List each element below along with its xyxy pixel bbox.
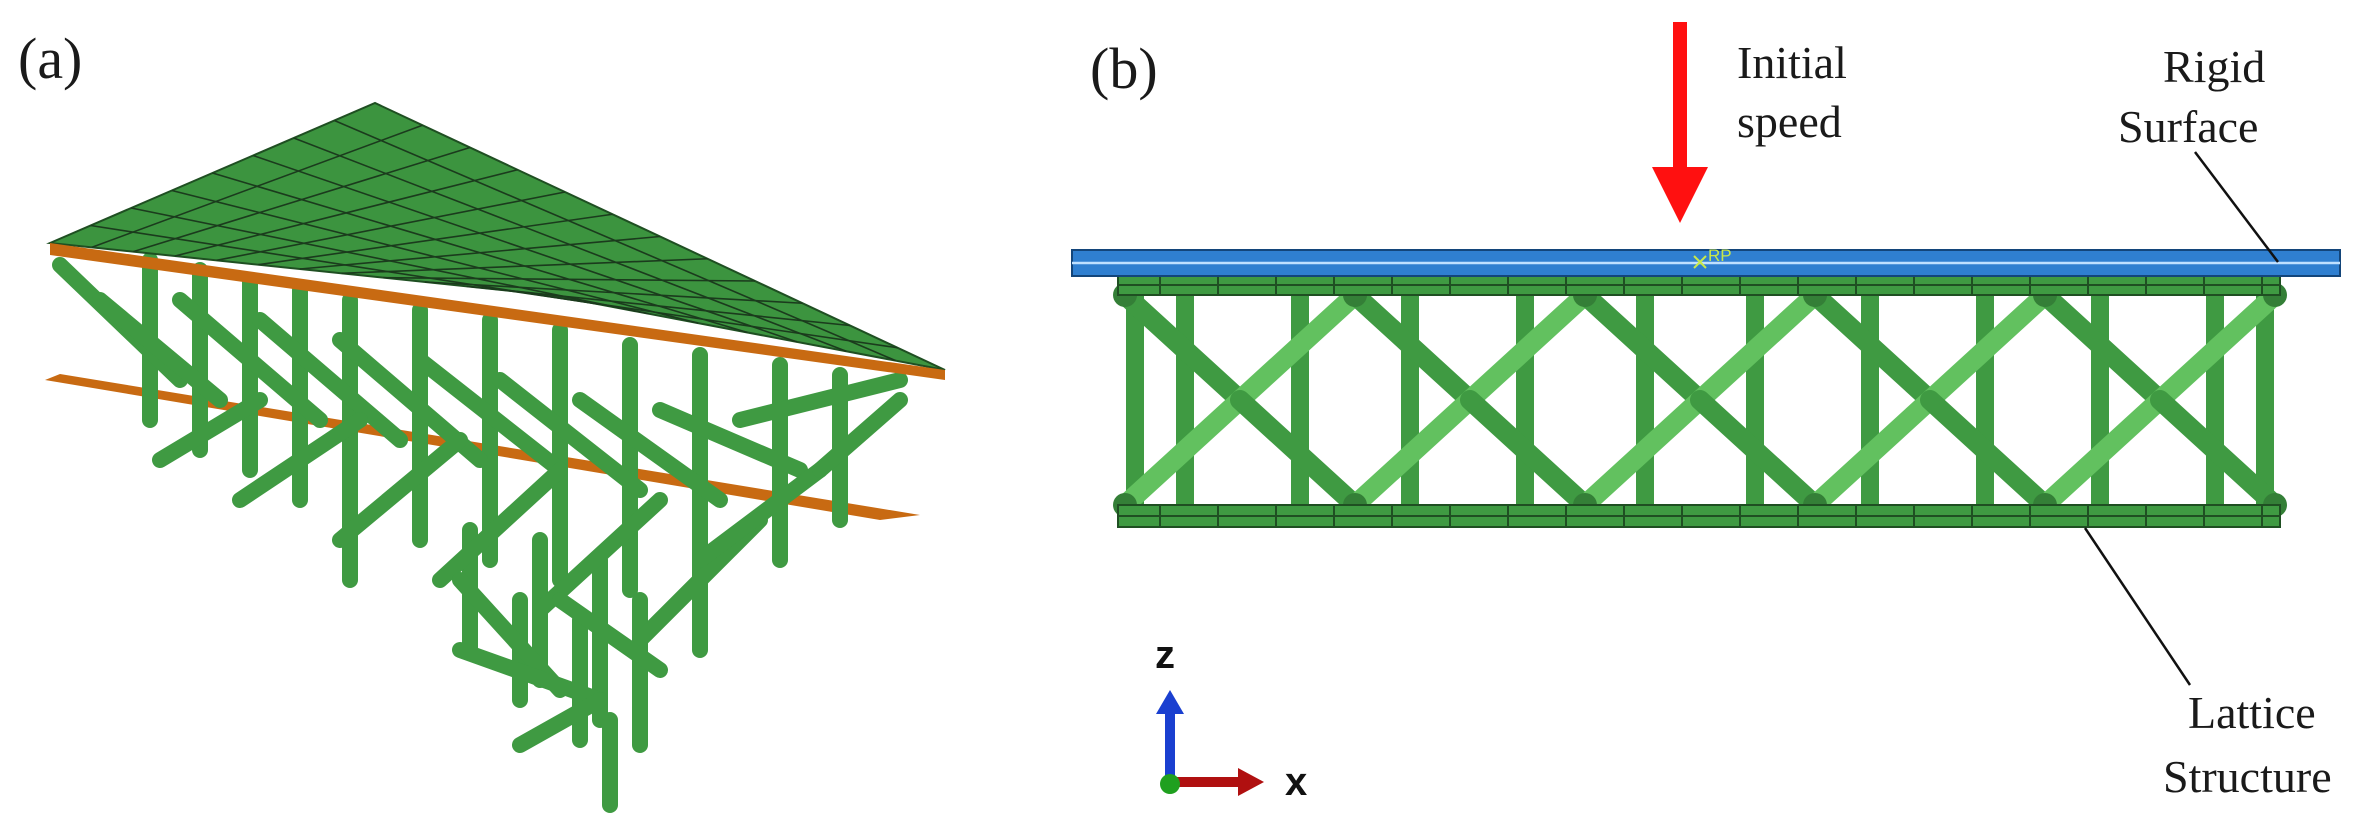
top-plate-edge — [50, 243, 945, 380]
plate-mesh-line — [90, 224, 600, 306]
lattice-strut — [692, 462, 828, 568]
lattice-strut — [1575, 285, 1710, 410]
face-sheet-mesh — [1159, 275, 2263, 527]
initial-speed-label-line2: speed — [1737, 96, 1842, 147]
lattice-strut — [572, 392, 728, 508]
lattice-strut — [2035, 285, 2170, 410]
rigid-surface-label-line2: Surface — [2118, 101, 2258, 152]
lattice-strut — [1460, 390, 1595, 515]
lattice-strut — [232, 412, 368, 508]
lattice-strut — [1345, 285, 1480, 410]
lattice-strut — [2150, 285, 2285, 410]
panel-a: (a) — [18, 26, 946, 813]
lattice-strut — [452, 642, 608, 708]
y-axis-origin — [1160, 774, 1180, 794]
x-axis-label: x — [1285, 760, 1307, 804]
lattice-strut — [412, 352, 568, 478]
lattice-strut — [552, 592, 668, 678]
lattice-strut — [1230, 285, 1365, 410]
lattice-strut — [1690, 285, 1825, 410]
lattice-strut — [1460, 285, 1595, 410]
lattice-strut — [1690, 390, 1825, 515]
lattice-strut — [532, 492, 668, 618]
lattice-strut — [652, 402, 808, 478]
panel-b: (b) RP Initial speed Rigid Surface Latti… — [1071, 22, 2341, 804]
lattice-strut — [152, 392, 268, 468]
plate-mesh-line — [293, 137, 847, 352]
lattice-label-line2: Structure — [2163, 751, 2332, 802]
coordinate-triad: z x — [1155, 633, 1307, 804]
lattice-strut — [2150, 390, 2285, 515]
plate-mesh-line — [131, 207, 649, 315]
initial-speed-label-line1: Initial — [1737, 37, 1847, 88]
lattice-leader — [2083, 527, 2192, 686]
panel-b-label: (b) — [1090, 36, 1158, 101]
lattice-strut — [1345, 390, 1480, 515]
plate-mesh-line — [252, 154, 798, 343]
reference-point-label: RP — [1708, 246, 1732, 265]
lattice-strut — [1920, 390, 2055, 515]
lattice-strut — [92, 292, 228, 408]
panel-a-label: (a) — [18, 26, 82, 91]
top-plate-mesh — [90, 119, 898, 362]
rigid-surface-label-line1: Rigid — [2163, 41, 2265, 92]
lattice-strut — [1805, 390, 1940, 515]
lattice-strut — [512, 692, 608, 753]
lattice-strut — [1230, 390, 1365, 515]
z-axis-label: z — [1155, 633, 1175, 677]
lattice-strut — [432, 462, 568, 588]
plate-mesh-line — [334, 119, 896, 362]
lattice-strut — [1805, 285, 1940, 410]
plate-mesh-line — [171, 189, 699, 324]
lattice-label-line1: Lattice — [2188, 687, 2316, 738]
plate-mesh-line — [212, 172, 748, 334]
lattice-strut — [732, 372, 908, 428]
reference-point-marker — [1693, 255, 1707, 269]
lattice-strut — [1920, 285, 2055, 410]
lattice-side-struts — [1113, 283, 2287, 517]
lattice-strut — [2035, 390, 2170, 515]
lattice-strut — [172, 292, 328, 428]
lattice-strut — [252, 312, 408, 448]
lattice-strut — [1115, 285, 1250, 410]
lattice-strut — [492, 372, 648, 498]
lattice-strut — [812, 392, 908, 478]
lattice-strut — [1115, 390, 1250, 515]
lattice-strut — [1575, 390, 1710, 515]
lattice-3d-struts — [52, 252, 908, 813]
lattice-strut — [332, 432, 468, 548]
rigid-surface-leader — [2194, 151, 2279, 263]
